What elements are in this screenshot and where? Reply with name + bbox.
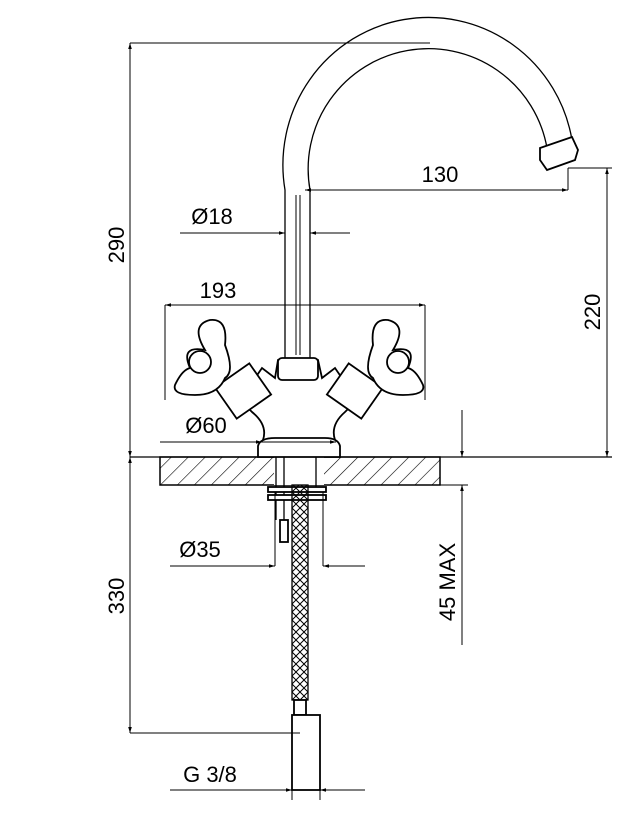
countertop (130, 456, 612, 486)
right-cross-handle (325, 319, 425, 420)
braided-hose (291, 484, 309, 701)
dim-connection-thread: G 3/8 (183, 762, 237, 787)
dim-hose-length: 330 (104, 578, 129, 615)
aerator (539, 135, 579, 172)
copper-tail (279, 519, 289, 543)
tap-body (173, 319, 425, 458)
dim-spout-diameter: Ø18 (191, 204, 233, 229)
dimension-lines (128, 42, 612, 800)
spout (282, 16, 579, 360)
dim-handle-span: 193 (200, 278, 237, 303)
dim-base-diameter: Ø60 (185, 413, 227, 438)
dim-shank-diameter: Ø35 (179, 537, 221, 562)
base-rosette (257, 437, 341, 458)
left-cross-handle (173, 319, 273, 420)
dim-spout-height: 220 (580, 294, 605, 331)
under-counter-assembly (267, 457, 327, 791)
spout-nut (277, 357, 319, 381)
dim-max-counter-thickness: 45 MAX (435, 543, 460, 622)
dim-spout-reach: 130 (422, 162, 459, 187)
hose-fitting (291, 714, 321, 791)
dim-total-height: 290 (104, 227, 129, 264)
